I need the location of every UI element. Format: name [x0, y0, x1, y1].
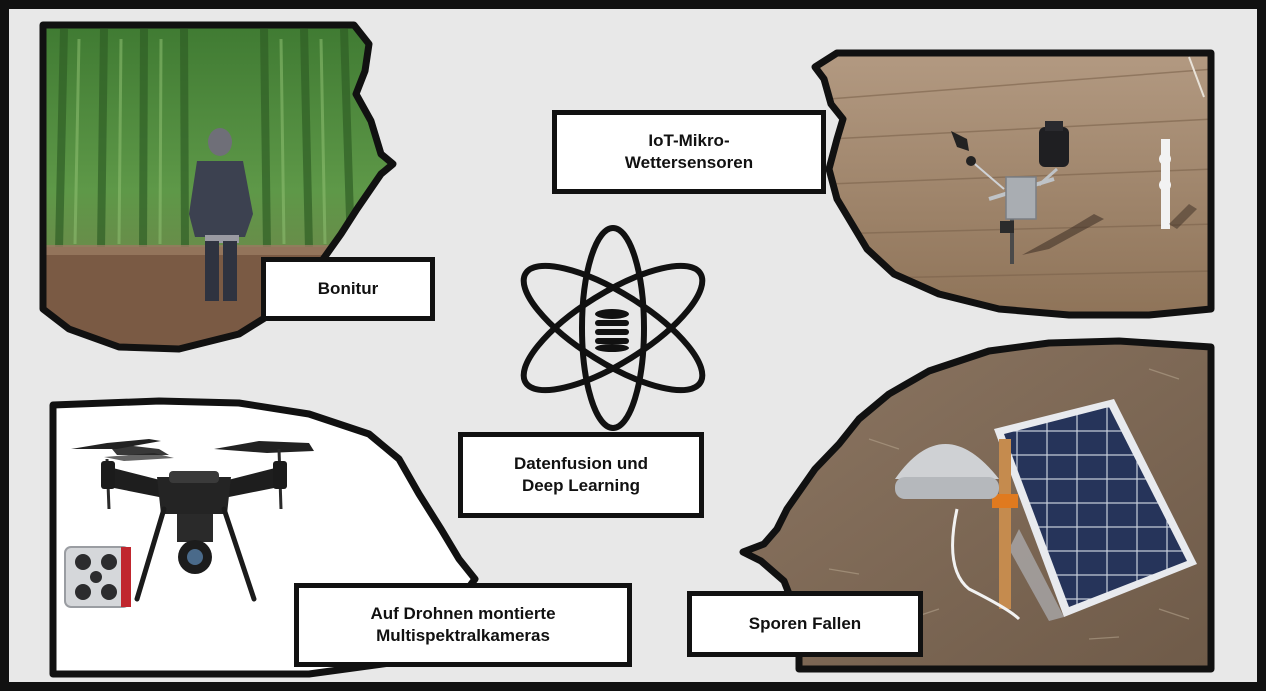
drone-camera-label-line2: Multispektralkameras: [376, 626, 550, 645]
database-icon: [595, 309, 629, 352]
drone-camera-label: Auf Drohnen montierte Multispektralkamer…: [294, 583, 632, 667]
data-fusion-label-line1: Datenfusion und: [513, 454, 649, 473]
data-fusion-label: Datenfusion und Deep Learning: [458, 432, 704, 518]
data-fusion-label-line2: Deep Learning: [521, 476, 641, 495]
spore-traps-label-text: Sporen Fallen: [748, 614, 862, 633]
iot-sensors-label-line2: Wettersensoren: [624, 153, 754, 172]
iot-sensors-label-line1: IoT-Mikro-: [648, 131, 730, 150]
spore-traps-label: Sporen Fallen: [687, 591, 923, 657]
iot-weather-sensor-photo: [815, 53, 1211, 315]
atom-icon: [520, 225, 706, 431]
iot-sensors-label: IoT-Mikro- Wettersensoren: [552, 110, 826, 194]
bonitur-label-text: Bonitur: [317, 279, 379, 298]
bonitur-label: Bonitur: [261, 257, 435, 321]
spore-trap-photo: [743, 341, 1211, 669]
drone-camera-label-line1: Auf Drohnen montierte: [370, 604, 556, 623]
